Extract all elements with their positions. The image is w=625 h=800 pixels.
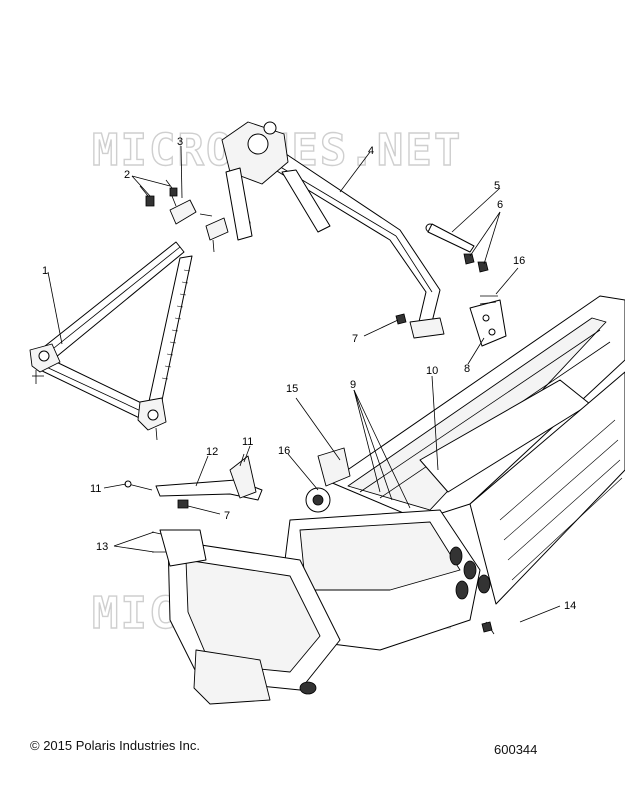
bulkhead-holes xyxy=(449,546,491,600)
callout-3: 3 xyxy=(177,136,183,148)
part-5-bolt xyxy=(425,223,475,253)
part-1-support-frame xyxy=(29,241,193,441)
callout-10: 10 xyxy=(426,365,438,377)
callout-1: 1 xyxy=(42,265,48,277)
part-4-upper-frame xyxy=(221,121,445,339)
callout-12: 12 xyxy=(206,446,218,458)
callout-11-lower: 11 xyxy=(90,483,101,495)
part-8-plate xyxy=(469,299,507,347)
callout-13: 13 xyxy=(96,541,108,553)
callout-7-lower: 7 xyxy=(224,510,230,522)
callout-15: 15 xyxy=(286,383,298,395)
callout-14: 14 xyxy=(564,600,576,612)
part-16-bolts-upper xyxy=(479,295,498,305)
callout-4: 4 xyxy=(368,145,374,157)
part-7-nut-upper xyxy=(395,313,407,325)
callout-8: 8 xyxy=(464,363,470,375)
callout-5: 5 xyxy=(494,180,500,192)
callout-9: 9 xyxy=(350,379,356,391)
copyright-text: © 2015 Polaris Industries Inc. xyxy=(30,738,200,753)
callouts: 1 2 3 4 5 6 7 8 9 10 11 11 12 7 13 14 15… xyxy=(42,136,576,612)
part-15-bracket xyxy=(317,447,351,487)
part-11-bolts xyxy=(124,453,245,491)
diagram-number: 600344 xyxy=(494,742,538,757)
callout-11-upper: 11 xyxy=(242,436,253,448)
part-2-bolts xyxy=(139,179,178,207)
chassis-tunnel xyxy=(159,295,625,705)
callout-16-upper: 16 xyxy=(513,255,525,267)
part-7-nut-lower xyxy=(177,499,189,509)
callout-6: 6 xyxy=(497,199,503,211)
callout-16-lower: 16 xyxy=(278,445,290,457)
part-14-bolt xyxy=(481,621,493,633)
part-12-brace xyxy=(155,455,263,501)
part-6-nuts xyxy=(463,253,489,273)
leader-lines xyxy=(47,145,561,623)
callout-7-upper: 7 xyxy=(352,333,358,345)
callout-2: 2 xyxy=(124,169,130,181)
